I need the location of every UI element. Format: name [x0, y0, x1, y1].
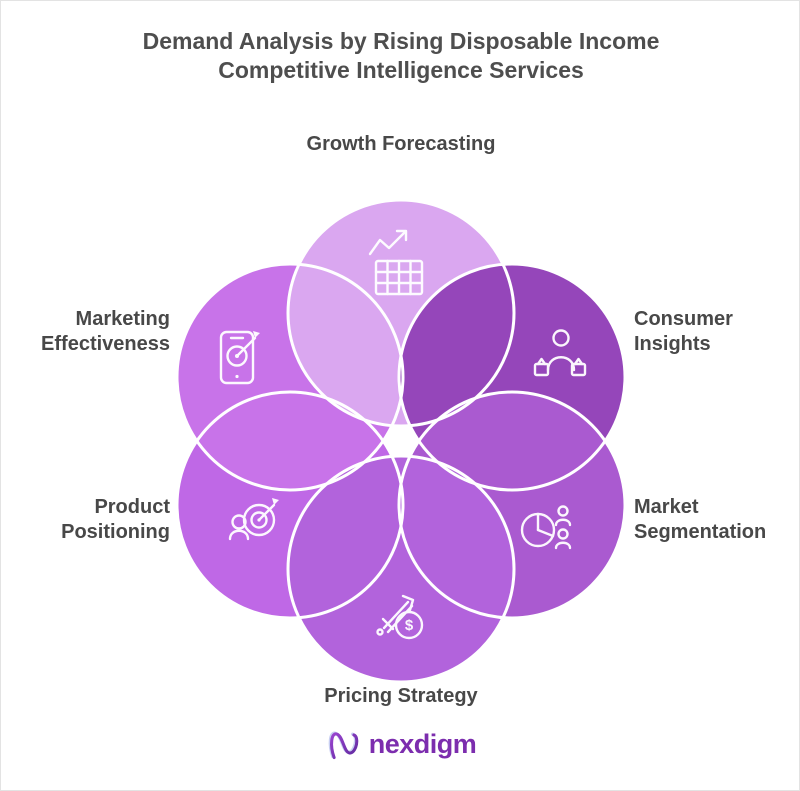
- pricing-sword-dollar-icon: $: [376, 594, 424, 640]
- marketing-phone-target-icon: [219, 330, 260, 385]
- label-pricing-strategy: Pricing Strategy: [324, 685, 478, 707]
- label-market-segmentation: Market Segmentation: [634, 496, 767, 543]
- page-title-line1: Demand Analysis by Rising Disposable Inc…: [142, 28, 660, 54]
- dollar-glyph: $: [405, 617, 414, 634]
- label-consumer-insights: Consumer Insights: [634, 308, 733, 355]
- page-title-line2: Competitive Intelligence Services: [218, 57, 584, 83]
- consumer-shopper-icon: [533, 329, 587, 377]
- growth-forecasting-icon: [368, 229, 424, 296]
- product-positioning-target-icon: [228, 498, 279, 541]
- nexdigm-logo-text: nexdigm: [368, 728, 477, 759]
- nexdigm-logo: nexdigm: [1, 725, 799, 763]
- label-marketing-effectiveness: Marketing Effectiveness: [41, 308, 170, 355]
- nexdigm-logo-mark: [328, 731, 359, 760]
- circle-pricing-strategy: [288, 456, 514, 682]
- label-growth-forecasting: Growth Forecasting: [306, 133, 496, 155]
- circle-outlines: [175, 198, 627, 684]
- page-title: Demand Analysis by Rising Disposable Inc…: [1, 27, 799, 85]
- market-segmentation-pie-icon: [520, 505, 572, 550]
- label-product-positioning: Product Positioning: [61, 496, 170, 543]
